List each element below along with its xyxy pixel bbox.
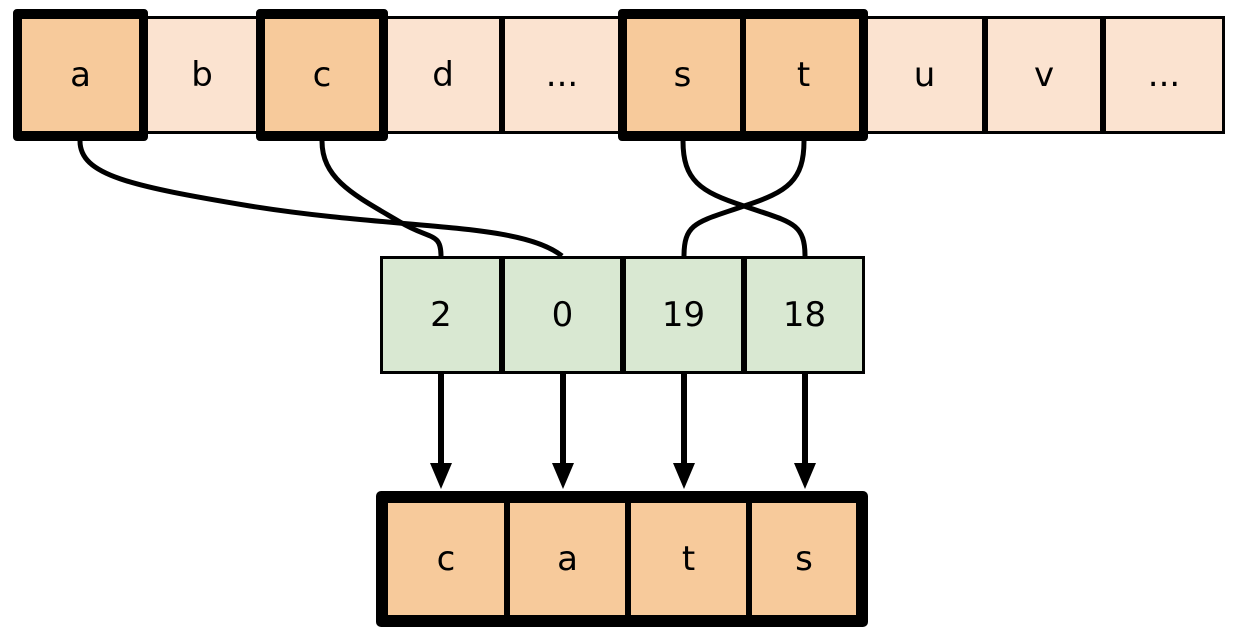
index-cell-0[interactable]: 2	[380, 256, 502, 374]
index-cell-3[interactable]: 18	[744, 256, 865, 374]
result-cell-3[interactable]: s	[749, 500, 859, 618]
result-cell-2[interactable]: t	[628, 500, 749, 618]
index-cell-2[interactable]: 19	[623, 256, 744, 374]
result-cell-1[interactable]: a	[507, 500, 628, 618]
alphabet-cell-ellipsis-2[interactable]: ...	[1103, 16, 1225, 134]
alphabet-cell-u[interactable]: u	[864, 16, 985, 134]
alphabet-cell-s[interactable]: s	[622, 16, 743, 134]
index-cell-1[interactable]: 0	[502, 256, 623, 374]
alphabet-cell-v[interactable]: v	[985, 16, 1103, 134]
result-cell-0[interactable]: c	[385, 500, 507, 618]
alphabet-cell-d[interactable]: d	[384, 16, 502, 134]
alphabet-cell-a[interactable]: a	[17, 16, 144, 134]
alphabet-row: a b c d ... s t u v ...	[0, 0, 1236, 150]
alphabet-cell-c[interactable]: c	[260, 16, 384, 134]
alphabet-cell-ellipsis-1[interactable]: ...	[502, 16, 622, 134]
